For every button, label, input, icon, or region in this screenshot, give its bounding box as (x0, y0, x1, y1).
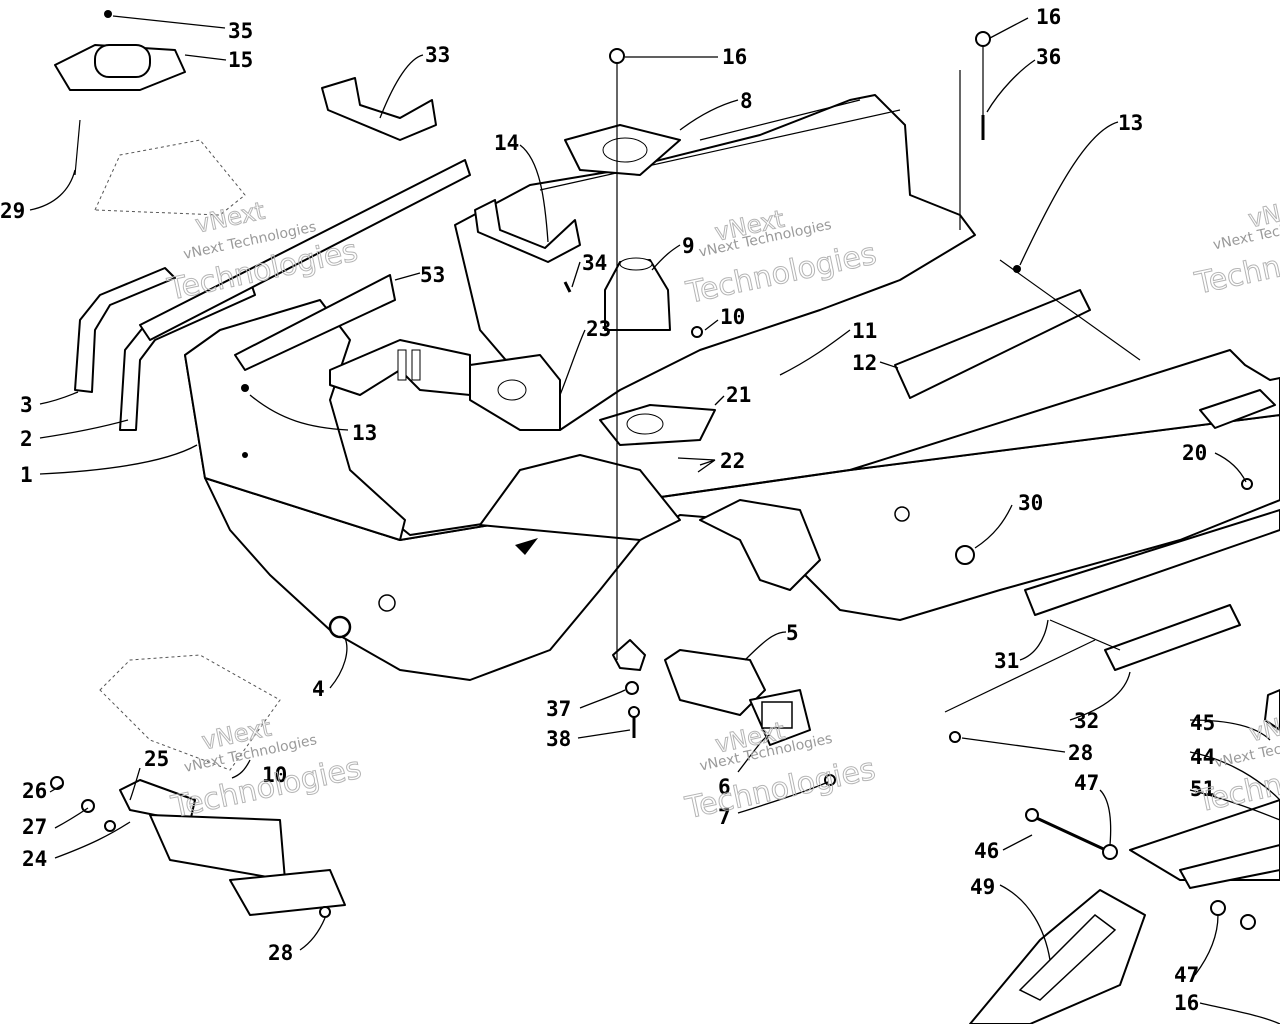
reflector-20 (1199, 389, 1276, 429)
rivet-holes (241, 384, 910, 612)
bracket-assembly-24 (50, 654, 346, 918)
steering-boot-9 (604, 257, 671, 331)
callout-6: 6 (718, 775, 731, 799)
callout-37: 37 (546, 697, 571, 721)
housing-5 (664, 649, 766, 716)
callout-13: 13 (352, 421, 377, 445)
callout-4: 4 (312, 677, 325, 701)
bezel-6 (749, 689, 811, 746)
callout-53: 53 (420, 263, 445, 287)
callout-35: 35 (228, 19, 253, 43)
watermark-top-left: vNext vNext Technologies Technologies (164, 196, 362, 308)
callout-44: 44 (1190, 745, 1215, 769)
grommet-4 (328, 615, 352, 639)
callout-46: 46 (974, 839, 999, 863)
callout-27: 27 (22, 815, 47, 839)
callout-26: 26 (22, 779, 47, 803)
callout-16-lower: 16 (1174, 991, 1199, 1015)
rail-31 (1024, 509, 1280, 616)
bolt-38 (628, 706, 640, 738)
side-strip (139, 159, 471, 341)
hinge-15 (54, 10, 186, 91)
clamp-37 (612, 639, 646, 695)
callout-15: 15 (228, 48, 253, 72)
callout-14: 14 (494, 131, 519, 155)
callout-33: 33 (425, 43, 450, 67)
callout-25: 25 (144, 747, 169, 771)
callout-49: 49 (970, 875, 995, 899)
callout-34: 34 (582, 251, 607, 275)
watermark-bottom-center: vNext vNext Technologies Technologies (681, 716, 879, 827)
callout-24: 24 (22, 847, 47, 871)
callout-10: 10 (720, 305, 745, 329)
rail-32 (1104, 604, 1241, 671)
assembly-axis-lines (616, 46, 1141, 713)
callout-22: 22 (720, 449, 745, 473)
callout-29: 29 (0, 199, 25, 223)
callout-30: 30 (1018, 491, 1043, 515)
callout-36: 36 (1036, 45, 1061, 69)
callout-10-lower: 10 (262, 763, 287, 787)
callout-3: 3 (20, 393, 33, 417)
callout-20: 20 (1182, 441, 1207, 465)
callout-47-lower: 47 (1174, 963, 1199, 987)
callout-9: 9 (682, 234, 695, 258)
watermark-right: vNext vNext Technologies Technologies (1191, 191, 1280, 302)
callout-28-right: 28 (1068, 741, 1093, 765)
rail-3 (74, 267, 176, 393)
callout-51: 51 (1190, 777, 1215, 801)
callout-38: 38 (546, 727, 571, 751)
callout-16-right: 16 (1036, 5, 1061, 29)
callout-11: 11 (852, 319, 877, 343)
callout-labels: 35 15 29 33 16 8 14 9 34 53 23 10 11 21 … (0, 5, 1215, 1015)
callout-8: 8 (740, 89, 753, 113)
callout-45: 45 (1190, 711, 1215, 735)
callout-1: 1 (20, 463, 33, 487)
strip-12 (894, 289, 1091, 399)
callout-32: 32 (1074, 709, 1099, 733)
belly-pan (184, 94, 1280, 860)
steering-plate-8 (564, 124, 681, 176)
tunnel-plate-23 (469, 354, 561, 431)
callout-2: 2 (20, 427, 33, 451)
callout-31: 31 (994, 649, 1019, 673)
callout-47: 47 (1074, 771, 1099, 795)
callout-23: 23 (586, 317, 611, 341)
fasteners (563, 31, 1253, 786)
callout-21: 21 (726, 383, 751, 407)
ski-bracket-assembly (969, 689, 1280, 1024)
callout-28-left: 28 (268, 941, 293, 965)
grommet-30 (955, 545, 975, 565)
hinge-ghost-sketch (74, 119, 246, 216)
callout-7: 7 (718, 805, 731, 829)
callout-13-right: 13 (1118, 111, 1143, 135)
bracket-14 (474, 199, 581, 263)
callout-5: 5 (786, 621, 799, 645)
callout-16: 16 (722, 45, 747, 69)
bracket-33 (321, 77, 437, 141)
callout-12: 12 (852, 351, 877, 375)
inner-bracket-53 (234, 274, 471, 396)
leader-lines (29, 15, 1280, 1024)
watermark-bottom-left: vNext vNext Technologies Technologies (167, 713, 365, 826)
